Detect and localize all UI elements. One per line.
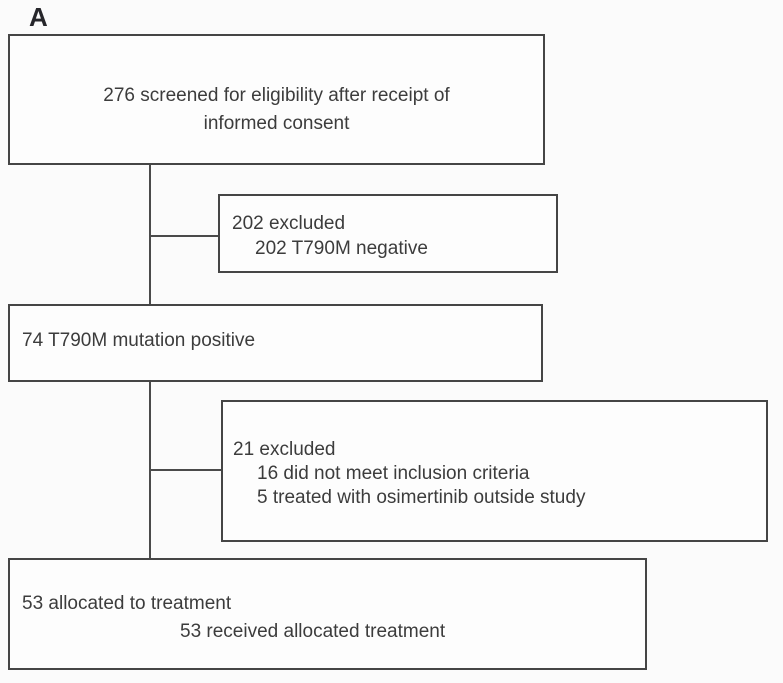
- box-t790m-positive: 74 T790M mutation positive: [8, 304, 543, 382]
- box-line: informed consent: [203, 113, 350, 134]
- connector-branch-to-excluded-202: [150, 235, 218, 237]
- box-line: 202 excluded: [232, 213, 346, 234]
- box-line: 74 T790M mutation positive: [22, 330, 256, 351]
- connector-vertical-screened-to-positive: [149, 165, 151, 304]
- box-excluded-21: 21 excluded 16 did not meet inclusion cr…: [221, 400, 768, 542]
- panel-label: A: [29, 2, 49, 32]
- box-line: 53 allocated to treatment: [22, 593, 232, 614]
- box-line: 53 received allocated treatment: [180, 621, 446, 642]
- box-line: 21 excluded: [233, 439, 336, 460]
- box-excluded-202: 202 excluded 202 T790M negative: [218, 194, 558, 273]
- box-line: 202 T790M negative: [255, 238, 428, 259]
- box-line: 276 screened for eligibility after recei…: [103, 85, 450, 106]
- box-allocated: 53 allocated to treatment 53 received al…: [8, 558, 647, 670]
- box-line: 16 did not meet inclusion criteria: [257, 463, 530, 484]
- box-screened: 276 screened for eligibility after recei…: [8, 34, 545, 165]
- box-line: 5 treated with osimertinib outside study: [257, 487, 586, 508]
- connector-branch-to-excluded-21: [150, 469, 221, 471]
